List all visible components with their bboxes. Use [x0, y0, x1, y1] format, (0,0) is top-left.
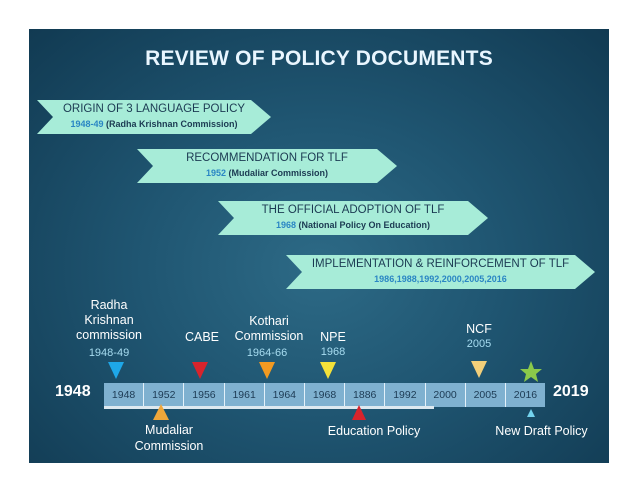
marker-mudaliar [153, 404, 169, 420]
marker-radha-krishnan [108, 362, 124, 379]
banner-adoption-year: 1968 [275, 220, 296, 230]
event-mudaliar-label: Mudaliar Commission [134, 423, 204, 453]
slide: REVIEW OF POLICY DOCUMENTS ORIGIN OF 3 L… [29, 29, 609, 463]
timeline-tick: 1992 [385, 383, 426, 407]
event-npe-label: NPE [320, 330, 346, 344]
marker-cabe [192, 362, 208, 379]
banner-recommendation: RECOMMENDATION FOR TLF 1952 (Mudaliar Co… [137, 149, 397, 183]
marker-new-draft-policy [527, 409, 535, 417]
timeline-tick: 1952 [144, 383, 185, 407]
timeline-tick: 1968 [305, 383, 346, 407]
event-cabe-label: CABE [184, 330, 220, 344]
banner-origin-subtitle: 1948-49 (Radha Krishnan Commission) [37, 119, 271, 129]
event-radha-krishnan-year: 1948-49 [88, 347, 130, 359]
banner-adoption-detail: (National Policy On Education) [298, 220, 431, 230]
event-new-draft-policy-label: New Draft Policy [495, 424, 588, 438]
marker-education-policy [352, 405, 366, 420]
banner-implementation-title: IMPLEMENTATION & REINFORCEMENT OF TLF [311, 258, 570, 270]
timeline-tick: 2005 [466, 383, 506, 407]
timeline-tick: 1886 [345, 383, 386, 407]
banner-origin-detail: (Radha Krishnan Commission) [106, 119, 238, 129]
event-kothari-year: 1964-66 [246, 347, 288, 359]
banner-implementation: IMPLEMENTATION & REINFORCEMENT OF TLF 19… [286, 255, 595, 289]
banner-adoption: THE OFFICIAL ADOPTION OF TLF 1968 (Natio… [218, 201, 488, 235]
banner-origin-year: 1948-49 [70, 119, 104, 129]
banner-origin: ORIGIN OF 3 LANGUAGE POLICY 1948-49 (Rad… [37, 100, 271, 134]
banner-adoption-subtitle: 1968 (National Policy On Education) [218, 220, 488, 230]
star-icon [520, 361, 542, 382]
timeline-tick: 1948 [104, 383, 145, 407]
timeline-tick: 1964 [265, 383, 305, 407]
timeline-markers [108, 361, 542, 420]
event-kothari-label: Kothari Commission [234, 314, 304, 343]
timeline-end-year: 2019 [553, 383, 589, 400]
banner-recommendation-detail: (Mudaliar Commission) [228, 168, 329, 178]
banner-recommendation-title: RECOMMENDATION FOR TLF [186, 152, 348, 164]
banner-recommendation-subtitle: 1952 (Mudaliar Commission) [137, 168, 397, 178]
timeline-tick: 2016 [513, 389, 538, 401]
banner-adoption-title: THE OFFICIAL ADOPTION OF TLF [261, 204, 445, 216]
timeline-tick: 1961 [225, 383, 265, 407]
marker-npe [320, 362, 336, 379]
banner-implementation-subtitle: 1986,1988,1992,2000,2005,2016 [286, 274, 595, 284]
event-npe-year: 1968 [320, 346, 346, 358]
event-education-policy-label: Education Policy [327, 424, 421, 438]
timeline-start-year: 1948 [55, 383, 91, 400]
marker-kothari [259, 362, 275, 379]
banner-origin-title: ORIGIN OF 3 LANGUAGE POLICY [62, 103, 246, 115]
marker-ncf [471, 361, 487, 378]
banner-implementation-detail: 1986,1988,1992,2000,2005,2016 [374, 274, 507, 284]
timeline-tick: 2000 [426, 383, 466, 407]
slide-title: REVIEW OF POLICY DOCUMENTS [145, 47, 493, 70]
event-radha-krishnan-label: Radha Krishnan commission [76, 298, 142, 342]
timeline-underline [104, 406, 434, 409]
event-ncf-year: 2005 [466, 338, 492, 350]
event-ncf-label: NCF [466, 322, 492, 336]
timeline-tick: 1956 [184, 383, 225, 407]
banner-recommendation-year: 1952 [205, 168, 226, 178]
